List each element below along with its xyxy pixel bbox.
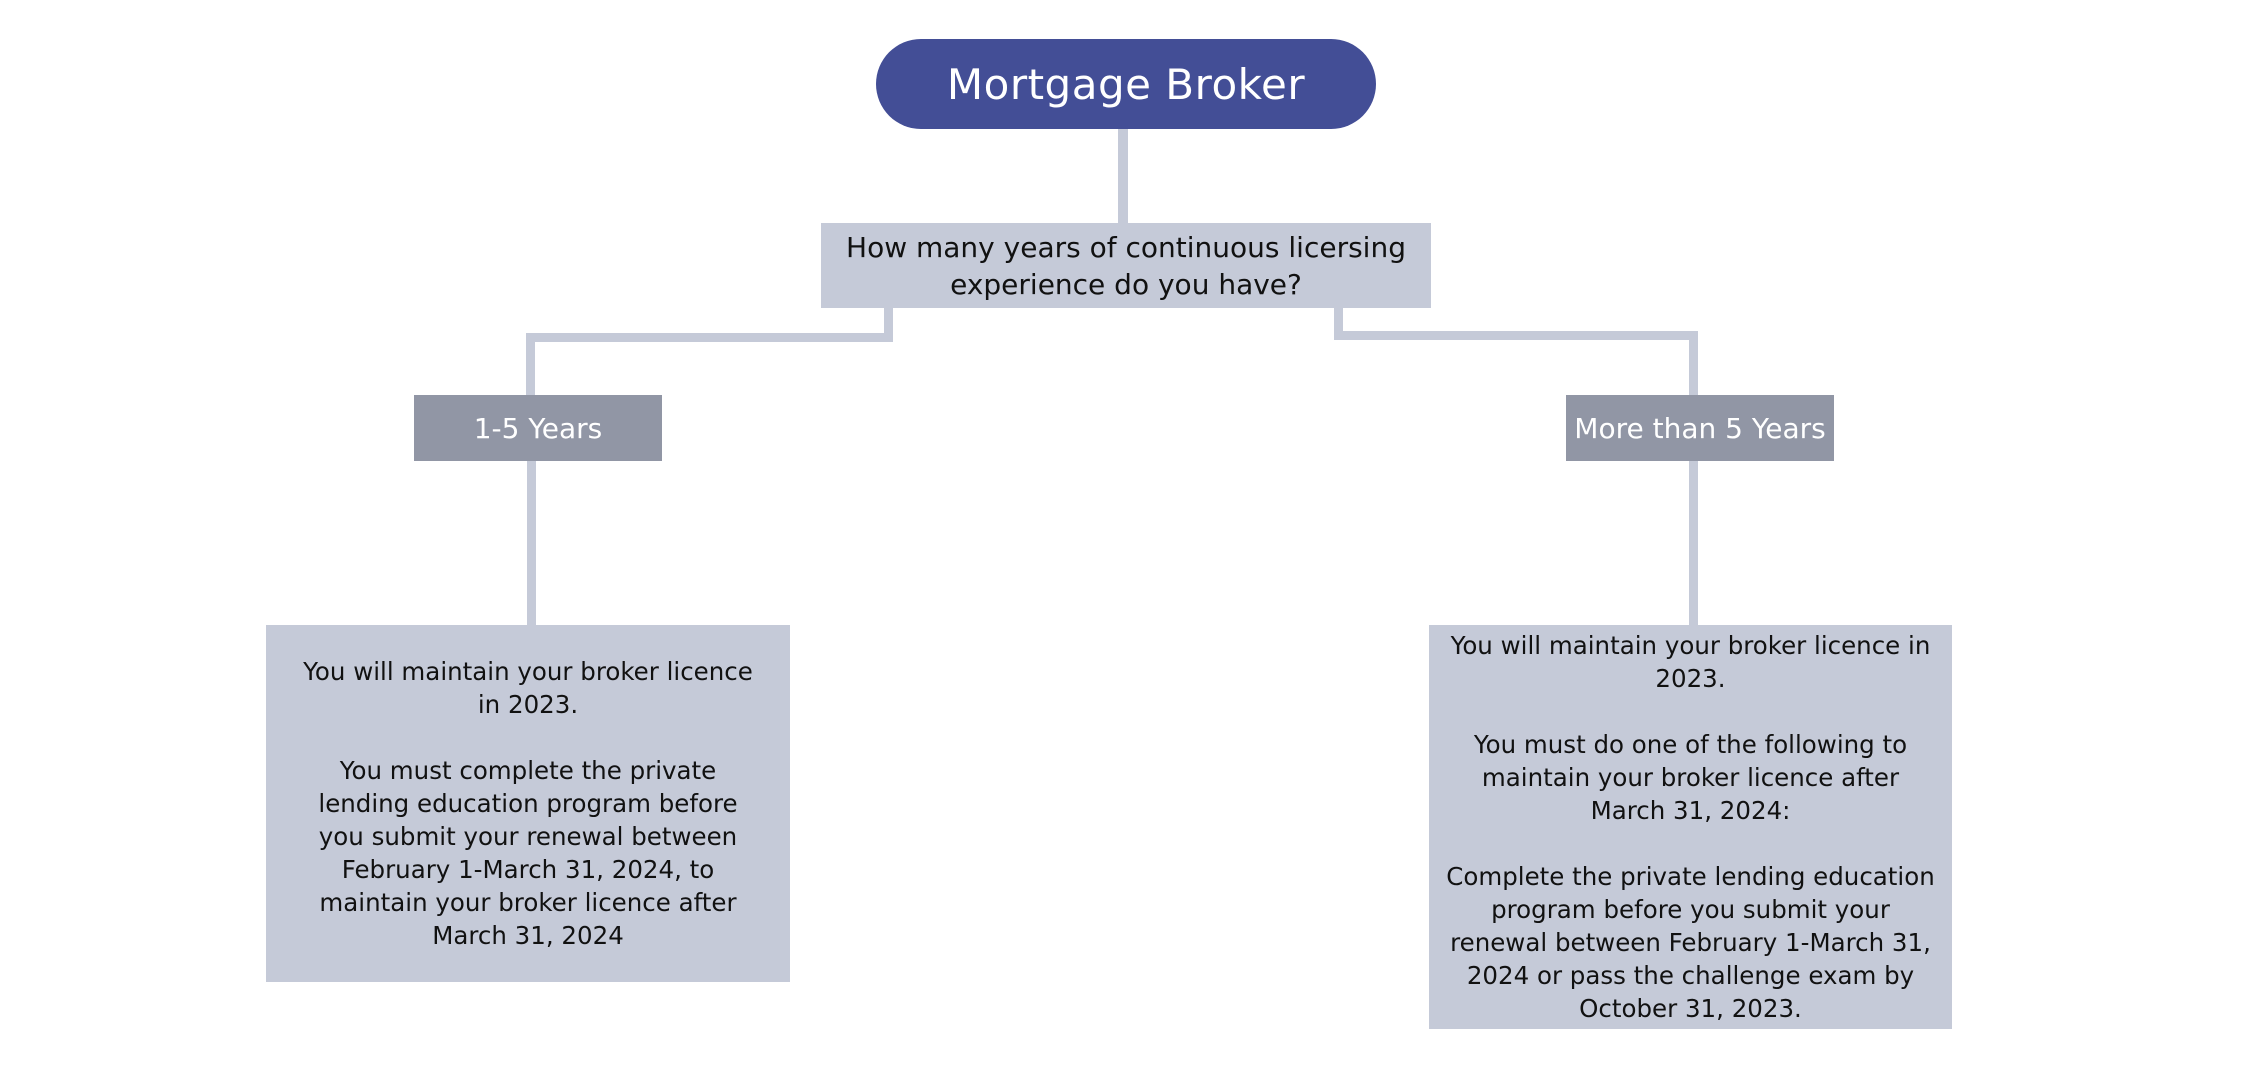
option-node-more-than-5-years: More than 5 Years [1566,395,1834,461]
outcome-left-paragraph-2: You must complete the private lending ed… [318,756,738,950]
connector-left-horizontal [526,333,893,342]
connector-left-outcome [527,461,536,625]
connector-right-horizontal [1334,331,1698,340]
connector-right-outcome [1689,461,1698,625]
root-node-mortgage-broker: Mortgage Broker [876,39,1376,129]
root-node-label: Mortgage Broker [946,59,1306,109]
connector-question-left-drop [884,308,893,342]
connector-root-question [1118,129,1128,223]
outcome-right-paragraph-1: You will maintain your broker licence in… [1450,631,1931,693]
connector-left-option-drop [526,333,535,395]
question-text: How many years of continuous licersing e… [846,230,1406,301]
outcome-right-paragraph-3: Complete the private lending education p… [1446,862,1935,1023]
outcome-node-right: You will maintain your broker licence in… [1429,625,1952,1029]
outcome-right-paragraph-2: You must do one of the following to main… [1473,730,1908,825]
question-node: How many years of continuous licersing e… [821,223,1431,308]
option-label-right: More than 5 Years [1574,411,1826,445]
option-node-1-5-years: 1-5 Years [414,395,662,461]
connector-question-right-drop [1334,308,1343,340]
outcome-node-left: You will maintain your broker licence in… [266,625,790,982]
option-label-left: 1-5 Years [473,411,603,445]
outcome-left-paragraph-1: You will maintain your broker licence in… [303,657,753,719]
connector-right-option-drop [1689,331,1698,395]
